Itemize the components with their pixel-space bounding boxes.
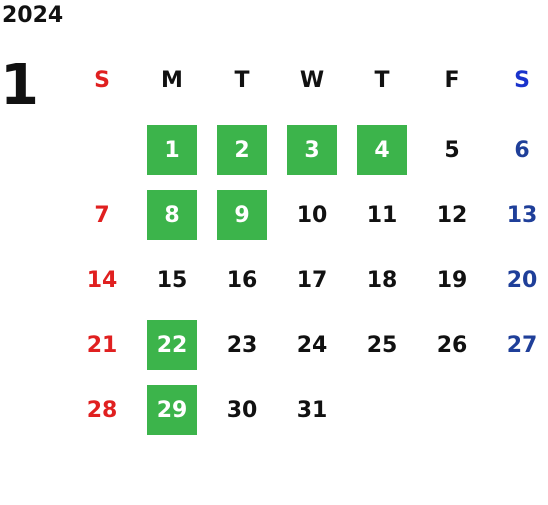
weekday-tuesday: T (234, 67, 250, 93)
empty-day-cell (357, 385, 407, 435)
day-cell: 9 (217, 190, 267, 240)
day-cell: 16 (226, 267, 258, 293)
year-label: 2024 (2, 3, 64, 28)
day-cell: 23 (226, 332, 258, 358)
day-cell: 31 (296, 397, 328, 423)
day-cell: 20 (506, 267, 538, 293)
day-cell: 5 (444, 137, 460, 163)
empty-day-cell (497, 385, 547, 435)
day-cell: 6 (514, 137, 530, 163)
weekday-header-row: S M T W T F S (67, 55, 548, 105)
day-cell: 22 (147, 320, 197, 370)
day-cell: 4 (357, 125, 407, 175)
day-cell: 7 (94, 202, 110, 228)
weekday-friday: F (444, 67, 460, 93)
day-cell: 2 (217, 125, 267, 175)
day-cell: 18 (366, 267, 398, 293)
day-cell: 10 (296, 202, 328, 228)
day-cell: 15 (156, 267, 188, 293)
month-number: 1 (0, 53, 39, 118)
week-row: 28 29 30 31 (67, 385, 548, 435)
day-cell: 21 (86, 332, 118, 358)
day-cell: 12 (436, 202, 468, 228)
day-cell: 25 (366, 332, 398, 358)
weekday-sunday: S (94, 67, 110, 93)
week-row: 14 15 16 17 18 19 20 (67, 255, 548, 305)
day-cell: 1 (147, 125, 197, 175)
weekday-monday: M (161, 67, 183, 93)
day-cell: 3 (287, 125, 337, 175)
day-cell: 19 (436, 267, 468, 293)
day-cell: 27 (506, 332, 538, 358)
day-cell: 28 (86, 397, 118, 423)
day-cell: 26 (436, 332, 468, 358)
day-cell: 14 (86, 267, 118, 293)
week-row: 21 22 23 24 25 26 27 (67, 320, 548, 370)
day-cell: 8 (147, 190, 197, 240)
day-cell: 30 (226, 397, 258, 423)
day-cell: 24 (296, 332, 328, 358)
day-cell: 17 (296, 267, 328, 293)
empty-day-cell (77, 125, 127, 175)
day-cell: 11 (366, 202, 398, 228)
weekday-saturday: S (514, 67, 530, 93)
weekday-thursday: T (374, 67, 390, 93)
empty-day-cell (427, 385, 477, 435)
day-cell: 13 (506, 202, 538, 228)
weekday-wednesday: W (299, 67, 325, 93)
day-cell: 29 (147, 385, 197, 435)
